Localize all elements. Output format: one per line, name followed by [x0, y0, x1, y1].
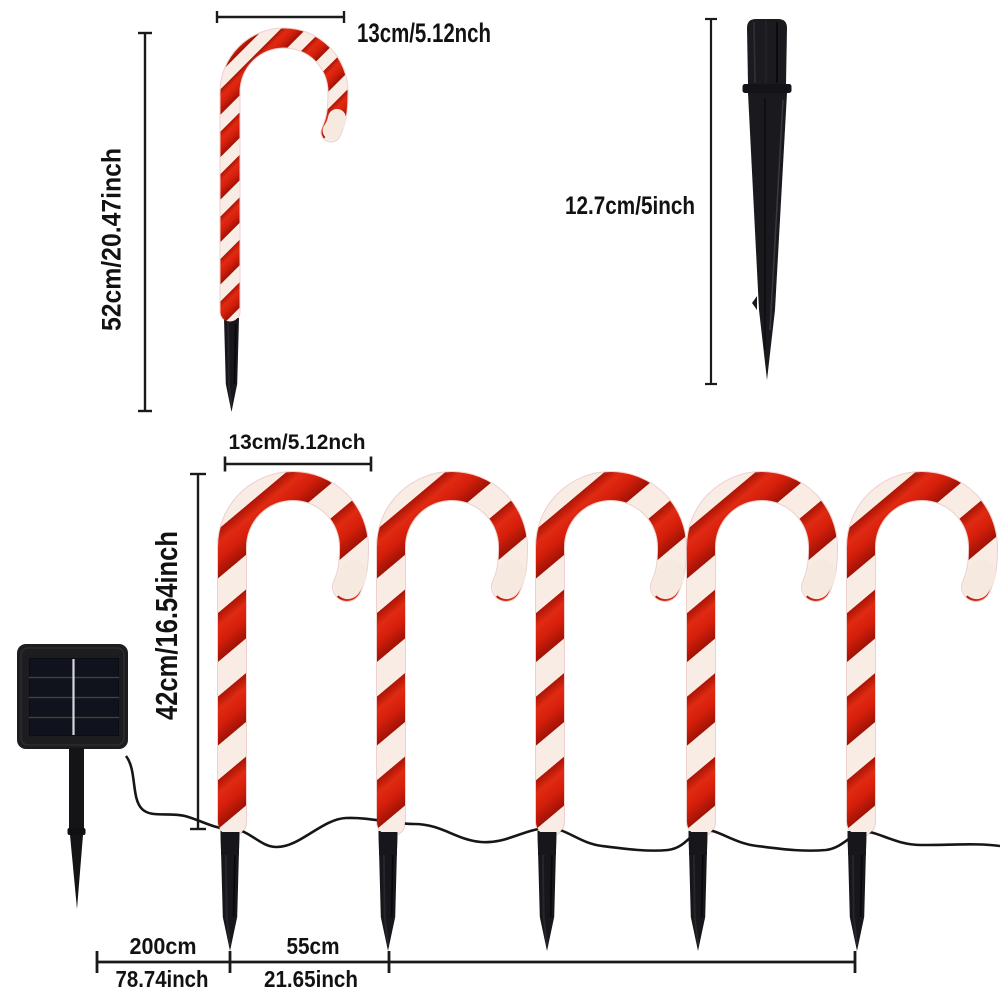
- svg-text:12.7cm/5inch: 12.7cm/5inch: [565, 192, 695, 220]
- svg-text:42cm/16.54inch: 42cm/16.54inch: [149, 531, 184, 720]
- svg-text:52cm/20.47inch: 52cm/20.47inch: [97, 148, 127, 331]
- svg-text:55cm: 55cm: [287, 933, 340, 959]
- svg-text:78.74inch: 78.74inch: [116, 966, 209, 992]
- svg-text:21.65inch: 21.65inch: [264, 966, 358, 992]
- svg-text:13cm/5.12nch: 13cm/5.12nch: [229, 431, 366, 454]
- svg-text:13cm/5.12nch: 13cm/5.12nch: [357, 18, 491, 48]
- svg-text:200cm: 200cm: [130, 933, 197, 959]
